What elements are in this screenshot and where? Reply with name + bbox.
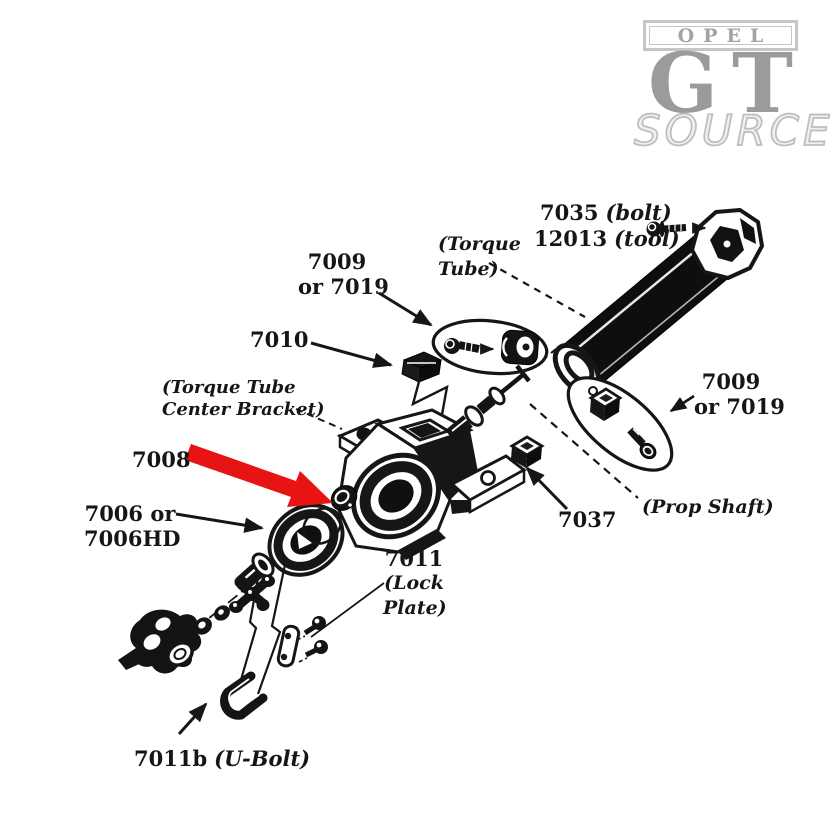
part-note: (tool) <box>614 226 680 251</box>
model-text: GT <box>648 36 808 132</box>
prop-shaft-end-drawing <box>445 364 531 442</box>
part-number: 12013 <box>534 226 608 251</box>
hardware-ellipse-right <box>566 376 674 472</box>
label-7009-left: 7009 or 7019 <box>298 249 389 299</box>
brand-text: OPEL <box>677 24 773 47</box>
part-note: (bolt) <box>605 200 672 225</box>
center-bracket-drawing <box>336 408 527 560</box>
source-text: SOURCE <box>633 105 834 156</box>
label-7008: 7008 <box>132 447 191 472</box>
opel-badge: OPEL <box>643 20 798 51</box>
tool-bolt-icon <box>646 221 707 237</box>
label-12013: 12013(tool) <box>534 226 680 251</box>
label-7037: 7037 <box>558 507 617 532</box>
yoke-drawing <box>118 609 202 674</box>
u-bolt-drawing <box>220 671 268 720</box>
label-7011b: 7011b(U-Bolt) <box>134 746 311 771</box>
label-7006: 7006 or 7006HD <box>84 501 181 551</box>
red-highlight-arrow <box>185 444 333 507</box>
mount-pad-7010-drawing <box>401 351 449 421</box>
label-torque-tube: (Torque Tube) <box>438 233 521 280</box>
label-7035: 7035(bolt) <box>540 200 672 225</box>
tube-flange-drawing <box>690 208 764 280</box>
ring-7008-drawing <box>330 485 358 511</box>
u-joint-parts-drawing <box>194 552 275 635</box>
label-7011: 7011 (Lock Plate) <box>383 546 447 619</box>
label-7010: 7010 <box>250 327 309 352</box>
hardware-ellipse-left <box>431 318 549 376</box>
part-number: 7035 <box>540 200 599 225</box>
label-prop-shaft: (Prop Shaft) <box>642 496 774 518</box>
label-center-bracket: (Torque Tube Center Bracket) <box>162 377 325 420</box>
label-7009-right: 7009 or 7019 <box>694 369 785 419</box>
bushing-7006-drawing <box>267 503 345 577</box>
pointer-arrows <box>175 291 695 736</box>
lock-plate-drawing <box>276 616 328 668</box>
square-nut-7037-drawing <box>509 435 545 468</box>
